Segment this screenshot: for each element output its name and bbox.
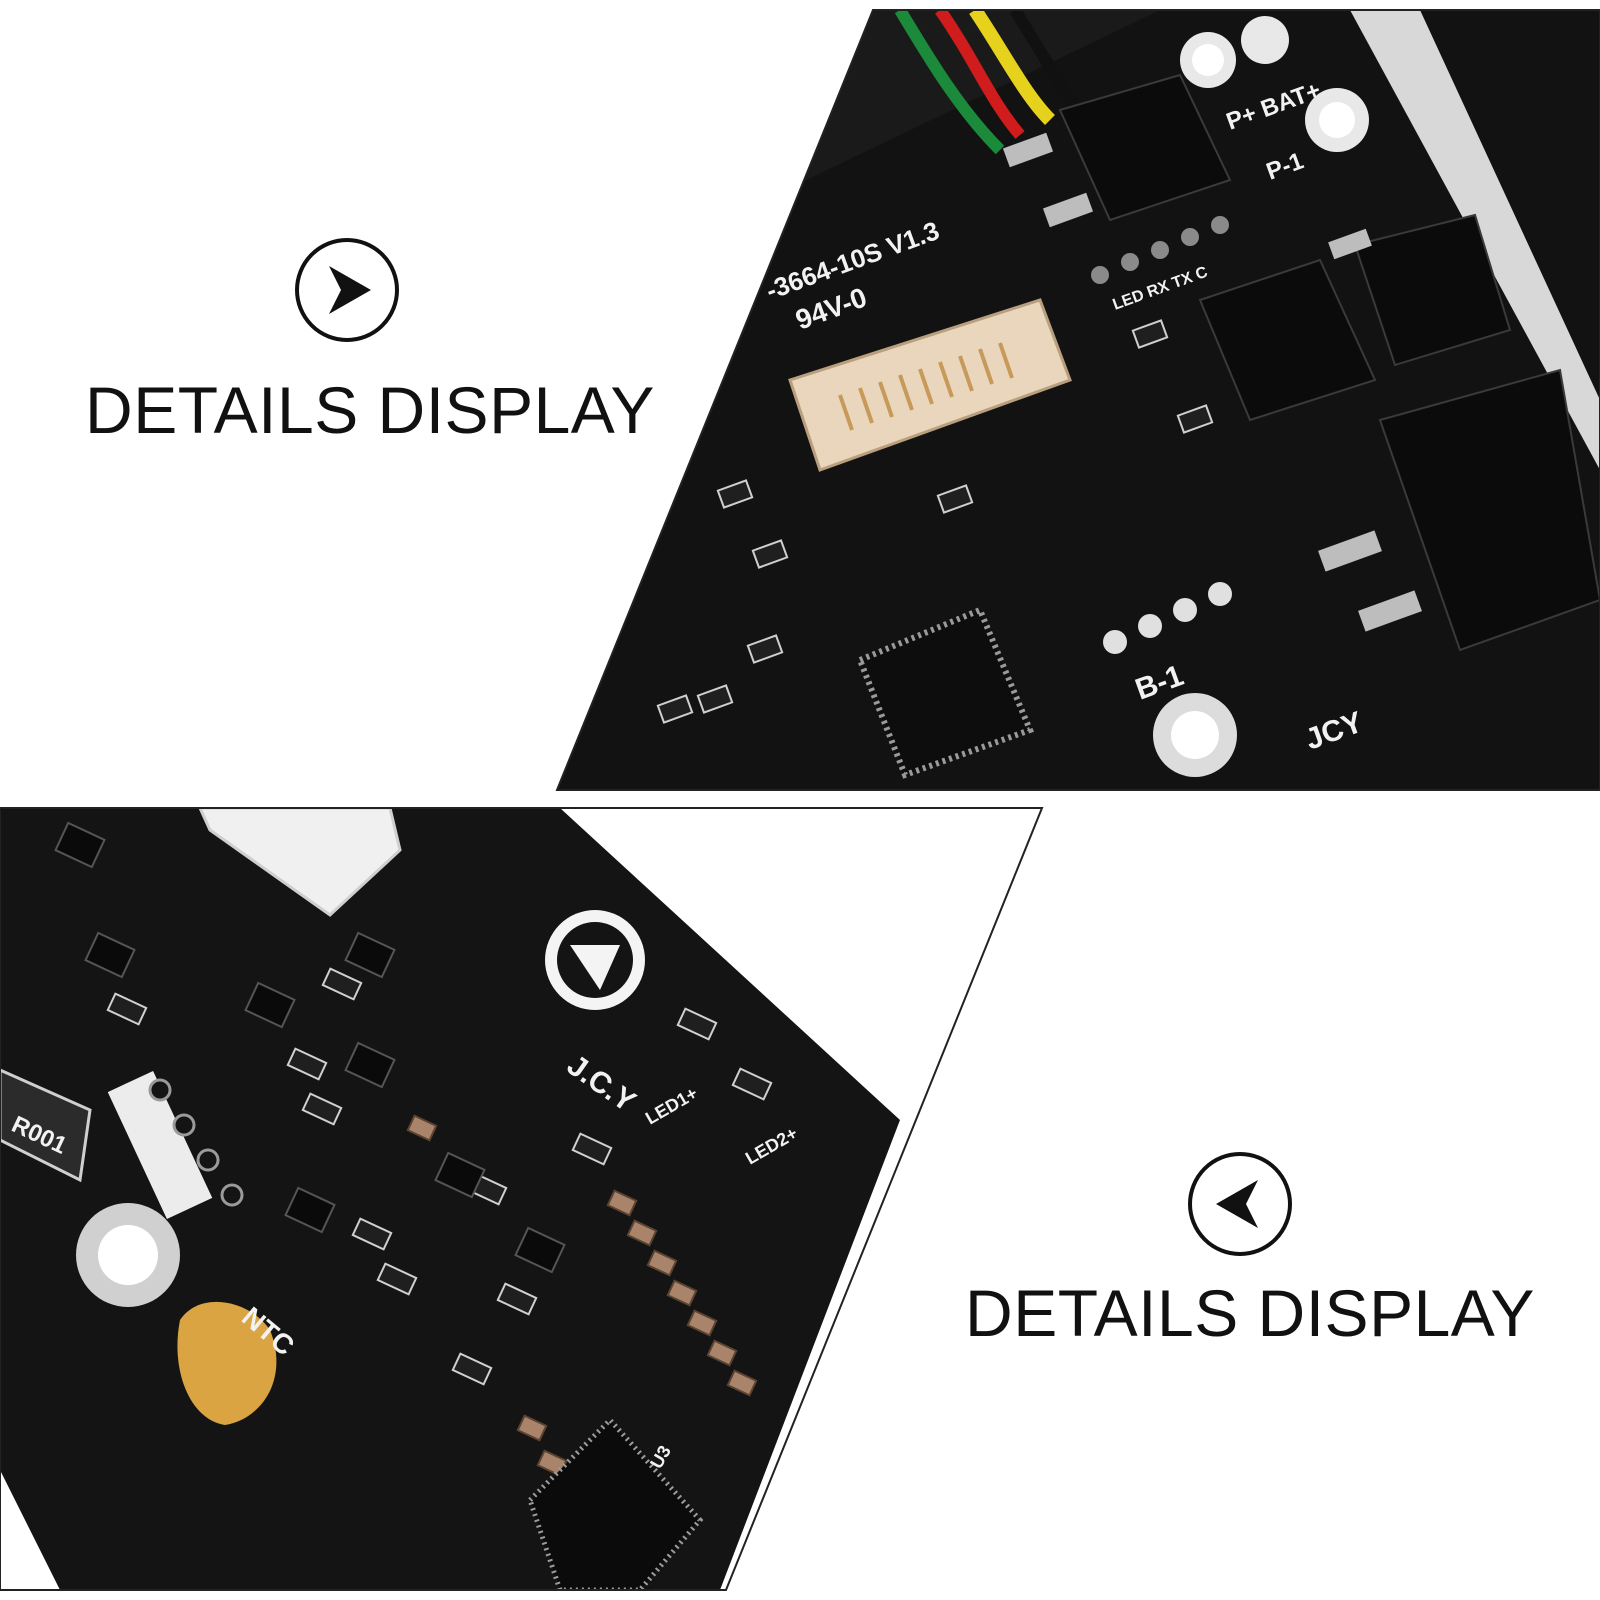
details-display-caption-top: DETAILS DISPLAY xyxy=(85,373,655,447)
arrow-right-circle-icon xyxy=(295,238,399,342)
arrow-left-circle-icon xyxy=(1188,1152,1292,1256)
details-display-caption-bottom: DETAILS DISPLAY xyxy=(965,1276,1535,1350)
pcb-photo-bottom: J.C.Y NTC R001 LED1+ LED2+ U3 xyxy=(0,807,1044,1591)
pcb-photo-top: -3664-10S V1.3 94V-0 P+ BAT+ P-1 B-1 JCY… xyxy=(555,9,1600,791)
